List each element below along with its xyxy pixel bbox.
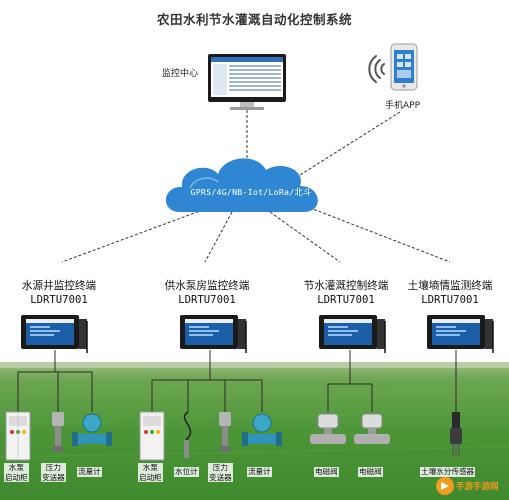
link-cloud-terminal-4	[299, 203, 451, 263]
device-label-2: 压力 变送器	[41, 463, 66, 482]
mobile-app-label: 手机APP	[385, 101, 421, 111]
terminal-title-4: 土壤墒情监测终端	[407, 280, 493, 292]
link-cloud-terminal-3	[269, 211, 341, 263]
terminal-model-2: LDRTU7001	[178, 294, 236, 306]
terminal-device-2	[180, 315, 247, 353]
device-label-3: 流量计	[77, 467, 102, 477]
farmland-background	[0, 362, 509, 500]
terminal-device-4	[427, 315, 494, 353]
terminal-title-3: 节水灌溉控制终端	[303, 280, 389, 292]
page-title: 农田水利节水灌溉自动化控制系统	[156, 12, 352, 27]
terminal-model-4: LDRTU7001	[421, 294, 479, 306]
device-label-9: 电磁阀	[358, 467, 383, 477]
device-label-8: 电磁阀	[314, 467, 339, 477]
device-label-1: 水泵 启动柜	[4, 463, 29, 482]
water-level-gauge-icon	[183, 411, 192, 458]
terminal-model-1: LDRTU7001	[30, 294, 88, 306]
terminal-title-2: 供水泵房监控终端	[164, 280, 250, 292]
pump-start-cabinet-icon	[139, 411, 165, 461]
device-label-4: 水泵 启动柜	[138, 463, 163, 482]
device-wiring	[17, 350, 457, 412]
solenoid-valve-icon	[354, 413, 390, 444]
network-cloud-icon	[165, 158, 318, 212]
link-app-cloud	[299, 111, 401, 176]
watermark-logo	[436, 477, 454, 495]
flow-meter-icon	[72, 413, 112, 446]
monitor-computer-icon	[208, 54, 286, 110]
terminal-title-1: 水源井监控终端	[21, 280, 97, 292]
terminal-device-1	[21, 315, 88, 353]
pressure-transmitter-icon	[219, 412, 231, 452]
device-label-6: 压力 变送器	[208, 463, 233, 482]
soil-moisture-sensor-icon	[450, 412, 462, 456]
watermark-text: 手游手游网	[456, 482, 499, 492]
device-label-5: 水位计	[174, 467, 199, 477]
wireless-signal-icon	[368, 55, 385, 83]
terminal-device-3	[319, 315, 386, 353]
network-label: GPRS/4G/NB-Iot/LoRa/北斗	[190, 187, 312, 197]
flow-meter-icon	[242, 413, 282, 446]
link-cloud-terminal-1	[61, 207, 209, 263]
pressure-transmitter-icon	[52, 412, 64, 452]
terminal-model-3: LDRTU7001	[317, 294, 375, 306]
pump-start-cabinet-icon	[5, 411, 31, 461]
device-label-7: 流量计	[247, 467, 272, 477]
device-label-10: 土壤水分传感器	[420, 467, 476, 477]
monitor-center-label: 监控中心	[162, 69, 199, 79]
mobile-phone-icon	[390, 43, 418, 91]
link-cloud-terminal-2	[204, 211, 233, 263]
solenoid-valve-icon	[310, 413, 346, 444]
